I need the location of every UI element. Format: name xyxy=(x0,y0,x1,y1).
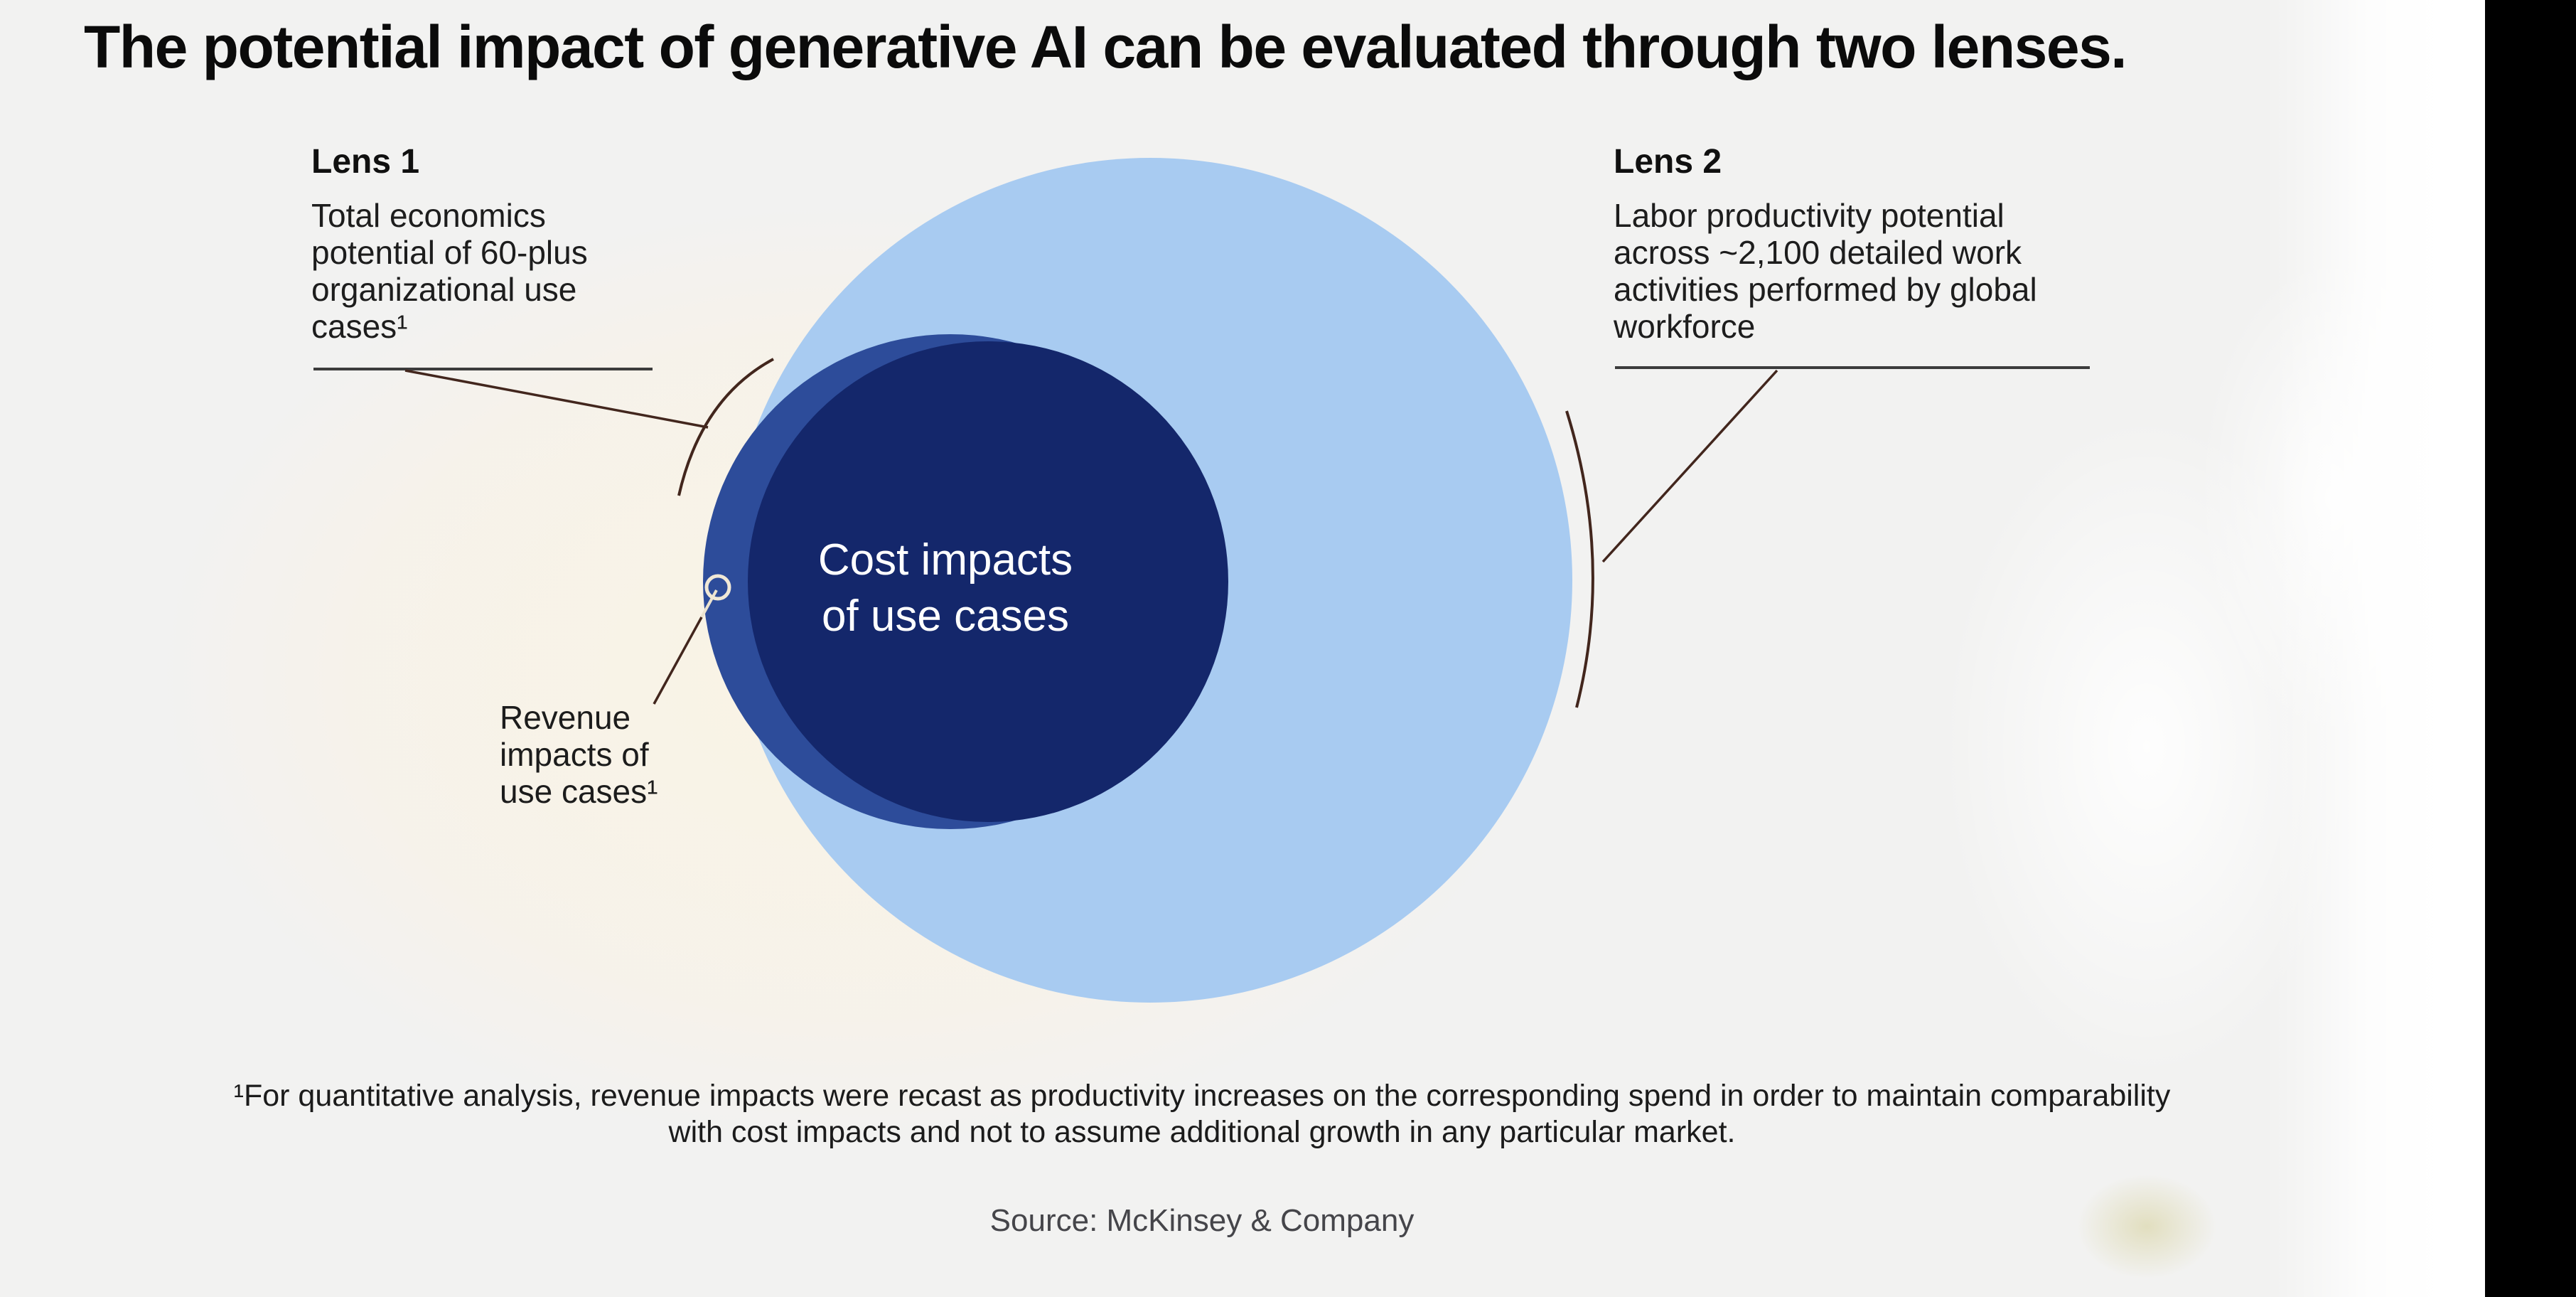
cost-impacts-label-line: Cost impacts xyxy=(817,535,1073,585)
revenue-impacts-label-line: Revenue xyxy=(500,699,631,736)
lens2-text-line: across ~2,100 detailed work xyxy=(1614,234,2022,271)
cost-impacts-label-line: of use cases xyxy=(821,592,1070,641)
cost-impacts-circle xyxy=(748,341,1228,822)
lens2-annotation: Lens 2 Labor productivity potential acro… xyxy=(1614,142,2154,345)
lens1-text-line: organizational use xyxy=(311,271,577,308)
lens1-text-line: Total economics xyxy=(311,197,546,234)
page-title: The potential impact of generative AI ca… xyxy=(84,14,2127,80)
lens2-text-line: Labor productivity potential xyxy=(1614,197,2005,234)
lens1-annotation: Lens 1 Total economics potential of 60-p… xyxy=(311,142,852,345)
footnote-line: ¹For quantitative analysis, revenue impa… xyxy=(233,1079,2171,1113)
right-white-band xyxy=(2275,0,2485,1297)
source-attribution: Source: McKinsey & Company xyxy=(989,1203,1415,1238)
lens2-text-line: activities performed by global xyxy=(1614,271,2037,308)
revenue-impacts-label-line: impacts of xyxy=(500,736,649,773)
right-letterbox-bar xyxy=(2485,0,2576,1297)
ghost-silhouette-wisp xyxy=(2047,1152,2246,1297)
revenue-impacts-label-line: use cases¹ xyxy=(500,773,658,810)
lens2-text-line: workforce xyxy=(1614,308,1756,345)
cost-impacts-label: Cost impacts of use cases xyxy=(818,532,1073,644)
lens2-heading: Lens 2 xyxy=(1614,143,1722,181)
lens1-text-line: cases¹ xyxy=(311,308,408,345)
footnote-line: with cost impacts and not to assume addi… xyxy=(668,1115,1736,1149)
footnote: ¹For quantitative analysis, revenue impa… xyxy=(0,1078,2404,1151)
lens1-text-line: potential of 60-plus xyxy=(311,234,588,271)
revenue-impacts-label: Revenue impacts of use cases¹ xyxy=(500,699,658,810)
lens1-heading: Lens 1 xyxy=(311,143,420,181)
